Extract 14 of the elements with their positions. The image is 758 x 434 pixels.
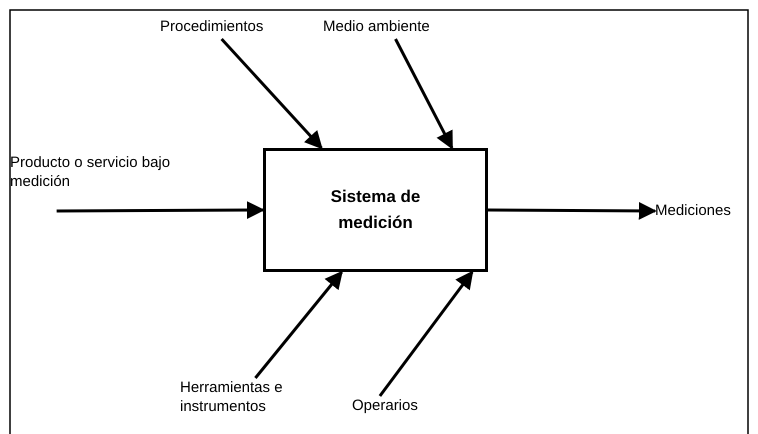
input-label: Mediciones — [655, 201, 732, 220]
arrow — [56, 201, 265, 220]
input-label: Producto o servicio bajo medición — [10, 153, 172, 191]
arrow — [220, 38, 323, 150]
input-label: Operarios — [352, 396, 419, 415]
input-label: Herramientas e instrumentos — [180, 378, 284, 416]
box-title: Sistema de medición — [330, 186, 422, 234]
input-label: Medio ambiente — [323, 17, 431, 36]
arrow — [488, 202, 657, 220]
arrow — [254, 270, 343, 379]
arrow — [394, 38, 454, 150]
process-box — [263, 148, 488, 272]
input-label: Procedimientos — [160, 17, 264, 36]
arrow — [378, 270, 474, 397]
